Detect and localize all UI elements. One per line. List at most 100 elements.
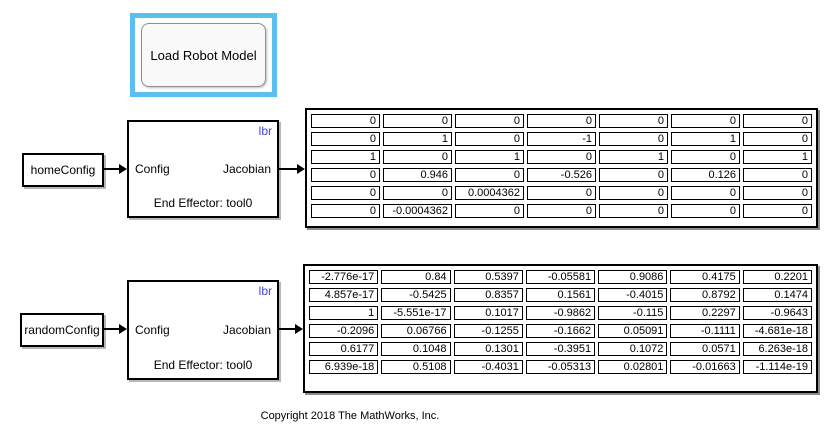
matrix-cell: 0 bbox=[383, 186, 452, 200]
matrix-cell: 0 bbox=[527, 204, 596, 218]
matrix-cell: -0.9643 bbox=[742, 306, 812, 320]
wire-arrowhead bbox=[297, 164, 305, 174]
constant-block-homeconfig[interactable]: homeConfig bbox=[22, 153, 104, 187]
matrix-cell: -4.681e-18 bbox=[742, 324, 812, 338]
output-port-label: Jacobian bbox=[222, 323, 271, 337]
matrix-cell: 0 bbox=[743, 132, 812, 146]
matrix-cell: 1 bbox=[743, 150, 812, 164]
matrix-cell: 0.6177 bbox=[309, 342, 379, 356]
matrix-cell: 6.939e-18 bbox=[309, 360, 379, 374]
matrix-cell: 6.263e-18 bbox=[742, 342, 812, 356]
signal-wire[interactable] bbox=[104, 328, 120, 330]
matrix-cell: 0 bbox=[599, 204, 668, 218]
matrix-cell: -0.3951 bbox=[525, 342, 596, 356]
matrix-cell: -1.114e-19 bbox=[742, 360, 812, 374]
matrix-cell: 0 bbox=[599, 168, 668, 182]
matrix-cell: -0.01663 bbox=[670, 360, 740, 374]
matrix-cell: -0.9862 bbox=[525, 306, 596, 320]
matrix-cell: -0.2096 bbox=[309, 324, 379, 338]
matrix-cell: 1 bbox=[311, 150, 380, 164]
jacobian-block-random[interactable]: lbr Config Jacobian End Effector: tool0 bbox=[127, 280, 279, 380]
signal-wire[interactable] bbox=[279, 168, 298, 170]
jacobian-block-home[interactable]: lbr Config Jacobian End Effector: tool0 bbox=[127, 120, 279, 218]
matrix-cell: 0.2201 bbox=[742, 270, 812, 284]
matrix-cell: 0 bbox=[599, 186, 668, 200]
matrix-cell: 0 bbox=[455, 204, 524, 218]
matrix-cell: 0.1301 bbox=[453, 342, 523, 356]
matrix-cell: 0 bbox=[383, 114, 452, 128]
matrix-cell: 0 bbox=[671, 186, 740, 200]
matrix-cell: 0 bbox=[311, 132, 380, 146]
matrix-cell: 0.5108 bbox=[381, 360, 451, 374]
input-port-label: Config bbox=[135, 162, 170, 176]
block-name-tag: lbr bbox=[258, 284, 272, 298]
end-effector-label: End Effector: tool0 bbox=[153, 196, 253, 210]
load-robot-model-block[interactable]: Load Robot Model bbox=[141, 23, 266, 87]
selection-highlight: Load Robot Model bbox=[130, 13, 277, 97]
matrix-cell: 0 bbox=[311, 114, 380, 128]
wire-arrowhead bbox=[295, 324, 303, 334]
matrix-cell: -0.526 bbox=[527, 168, 596, 182]
matrix-cell: -0.1662 bbox=[525, 324, 596, 338]
matrix-cell: -0.115 bbox=[598, 306, 668, 320]
matrix-cell: 0.0571 bbox=[670, 342, 740, 356]
matrix-cell: 0 bbox=[743, 114, 812, 128]
wire-arrowhead bbox=[119, 324, 127, 334]
matrix-cell: -5.551e-17 bbox=[381, 306, 451, 320]
matrix-cell: 0 bbox=[671, 114, 740, 128]
matrix-cell: 0 bbox=[743, 168, 812, 182]
matrix-cell: -0.1111 bbox=[670, 324, 740, 338]
end-effector-label: End Effector: tool0 bbox=[153, 358, 253, 372]
matrix-cell: 0.4175 bbox=[670, 270, 740, 284]
matrix-cell: 0.946 bbox=[383, 168, 452, 182]
input-port-label: Config bbox=[135, 323, 170, 337]
matrix-cell: 1 bbox=[383, 132, 452, 146]
matrix-cell: 0.1017 bbox=[453, 306, 523, 320]
matrix-cell: -0.05581 bbox=[525, 270, 596, 284]
matrix-cell: 0 bbox=[455, 114, 524, 128]
matrix-cell: 0 bbox=[455, 168, 524, 182]
matrix-cell: 0.05091 bbox=[598, 324, 668, 338]
matrix-cell: 4.857e-17 bbox=[309, 288, 379, 302]
matrix-cell: 0.2297 bbox=[670, 306, 740, 320]
signal-wire[interactable] bbox=[279, 328, 296, 330]
copyright-annotation: Copyright 2018 The MathWorks, Inc. bbox=[260, 410, 440, 422]
matrix-cell: 1 bbox=[599, 150, 668, 164]
matrix-cell: 0.1474 bbox=[742, 288, 812, 302]
matrix-cell: 0 bbox=[311, 186, 380, 200]
matrix-cell: -2.776e-17 bbox=[309, 270, 379, 284]
matrix-cell: 0.02801 bbox=[598, 360, 668, 374]
matrix-cell: 1 bbox=[671, 132, 740, 146]
matrix-cell: 0 bbox=[671, 204, 740, 218]
matrix-cell: 0.06766 bbox=[381, 324, 451, 338]
wire-arrowhead bbox=[119, 164, 127, 174]
constant-block-randomconfig[interactable]: randomConfig bbox=[20, 313, 104, 347]
matrix-cell: 0 bbox=[311, 204, 380, 218]
matrix-cell: 0.5397 bbox=[453, 270, 523, 284]
matrix-cell: 0 bbox=[455, 132, 524, 146]
matrix-cell: 1 bbox=[455, 150, 524, 164]
matrix-cell: 0.9086 bbox=[598, 270, 668, 284]
matrix-cell: 0 bbox=[311, 168, 380, 182]
matrix-cell: -0.05313 bbox=[525, 360, 596, 374]
matrix-cell: 0 bbox=[743, 186, 812, 200]
matrix-cell: 0.8792 bbox=[670, 288, 740, 302]
matrix-cell: 0 bbox=[599, 132, 668, 146]
matrix-cell: -0.4031 bbox=[453, 360, 523, 374]
matrix-cell: -0.5425 bbox=[381, 288, 451, 302]
matrix-cell: 1 bbox=[309, 306, 379, 320]
block-name-tag: lbr bbox=[258, 124, 272, 138]
matrix-cell: 0.126 bbox=[671, 168, 740, 182]
matrix-cell: 0 bbox=[527, 150, 596, 164]
matrix-cell: 0.0004362 bbox=[455, 186, 524, 200]
matrix-cell: -0.1255 bbox=[453, 324, 523, 338]
output-port-label: Jacobian bbox=[222, 162, 271, 176]
matrix-cell: 0.1072 bbox=[598, 342, 668, 356]
matrix-cell: 0 bbox=[599, 114, 668, 128]
signal-wire[interactable] bbox=[104, 168, 120, 170]
